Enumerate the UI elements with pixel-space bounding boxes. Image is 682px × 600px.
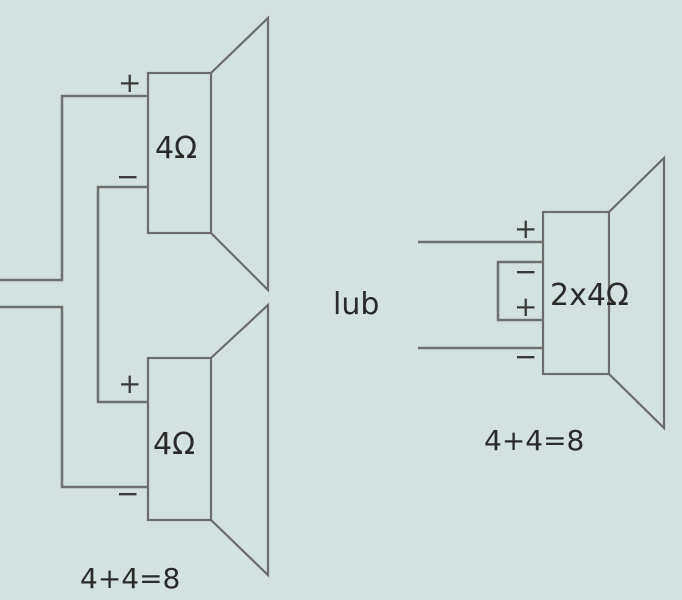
dual-plus-symbol-2: +	[514, 290, 537, 323]
speaker-top-cone	[210, 15, 270, 293]
speaker-top	[146, 15, 270, 293]
dual-coil-wiring-group: + − + − 2x4Ω 4+4=8	[418, 155, 666, 457]
input-lead-positive	[0, 94, 148, 282]
top-plus-symbol: +	[118, 66, 141, 99]
bottom-plus-symbol: +	[118, 367, 141, 400]
dual-minus-symbol-2: −	[514, 340, 537, 373]
dual-minus-symbol-1: −	[514, 255, 537, 288]
bottom-impedance-label: 4Ω	[153, 427, 195, 462]
top-minus-symbol: −	[116, 160, 139, 193]
bottom-minus-symbol: −	[116, 477, 139, 510]
series-jumper-wire	[96, 185, 148, 404]
series-wiring-group: + − + − 4Ω 4Ω 4+4=8	[0, 15, 270, 595]
dual-impedance-label: 2x4Ω	[550, 278, 629, 313]
speaker-dual-magnet	[541, 210, 611, 376]
speaker-bottom-magnet	[146, 356, 213, 522]
series-formula: 4+4=8	[80, 562, 180, 595]
dual-plus-symbol-1: +	[514, 212, 537, 245]
speaker-bottom-cone	[210, 302, 270, 578]
dual-coil-bridge	[496, 260, 543, 322]
input-lead-negative	[0, 305, 148, 489]
top-impedance-label: 4Ω	[155, 131, 197, 166]
connector-word: lub	[333, 287, 379, 322]
speaker-bottom	[146, 302, 270, 578]
speaker-dual-cone	[608, 155, 666, 431]
speaker-top-magnet	[146, 71, 213, 235]
speaker-dual	[541, 155, 666, 431]
dual-formula: 4+4=8	[484, 424, 584, 457]
